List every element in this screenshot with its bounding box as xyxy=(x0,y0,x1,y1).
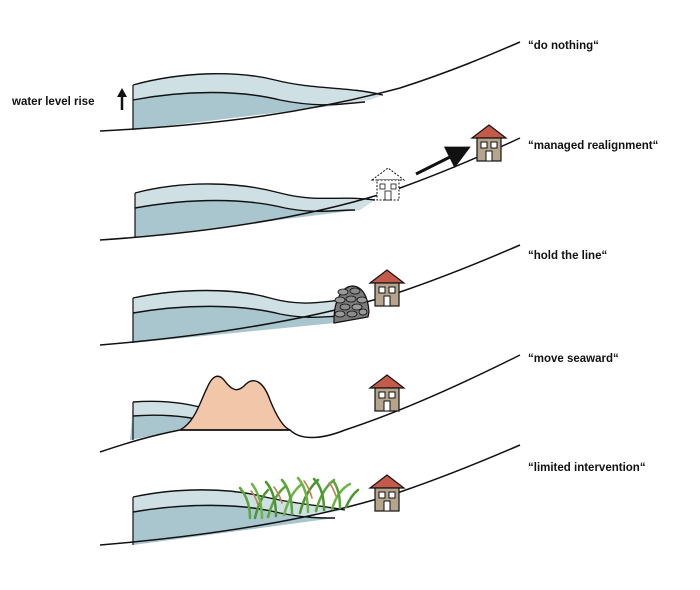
salt-marsh-grass-icon xyxy=(238,476,360,520)
scenario-label-managed-realignment: “managed realignment“ xyxy=(528,140,659,152)
house-icon xyxy=(368,474,406,512)
up-arrow-icon xyxy=(117,88,127,110)
panel-limited-intervention xyxy=(99,444,521,546)
ground-slope xyxy=(99,244,521,346)
ground-slope xyxy=(99,41,521,132)
scenario-label-move-seaward: “move seaward“ xyxy=(528,353,619,365)
ground-slope xyxy=(99,444,521,546)
water-level-rise-label: water level rise xyxy=(12,96,95,108)
water-body xyxy=(132,73,384,130)
water-body xyxy=(132,289,346,343)
water-body xyxy=(132,489,346,545)
house-icon xyxy=(368,269,406,307)
panel-managed-realignment xyxy=(99,124,521,241)
house-icon xyxy=(368,374,406,412)
scenario-label-hold-the-line: “hold the line“ xyxy=(528,250,608,262)
sand-dune xyxy=(179,375,291,431)
scenario-label-do-nothing: “do nothing“ xyxy=(528,40,599,52)
panel-move-seaward xyxy=(99,354,521,453)
panel-hold-the-line xyxy=(99,244,521,346)
old-house-outline-icon xyxy=(370,167,406,201)
stone-wall-icon xyxy=(333,285,370,324)
scenario-label-limited-intervention: “limited intervention“ xyxy=(528,462,646,474)
ground-slope xyxy=(99,354,521,453)
panel-do-nothing xyxy=(99,41,521,132)
relocation-arrow-icon xyxy=(415,146,471,176)
house-icon xyxy=(470,124,508,162)
water-body xyxy=(134,183,376,238)
